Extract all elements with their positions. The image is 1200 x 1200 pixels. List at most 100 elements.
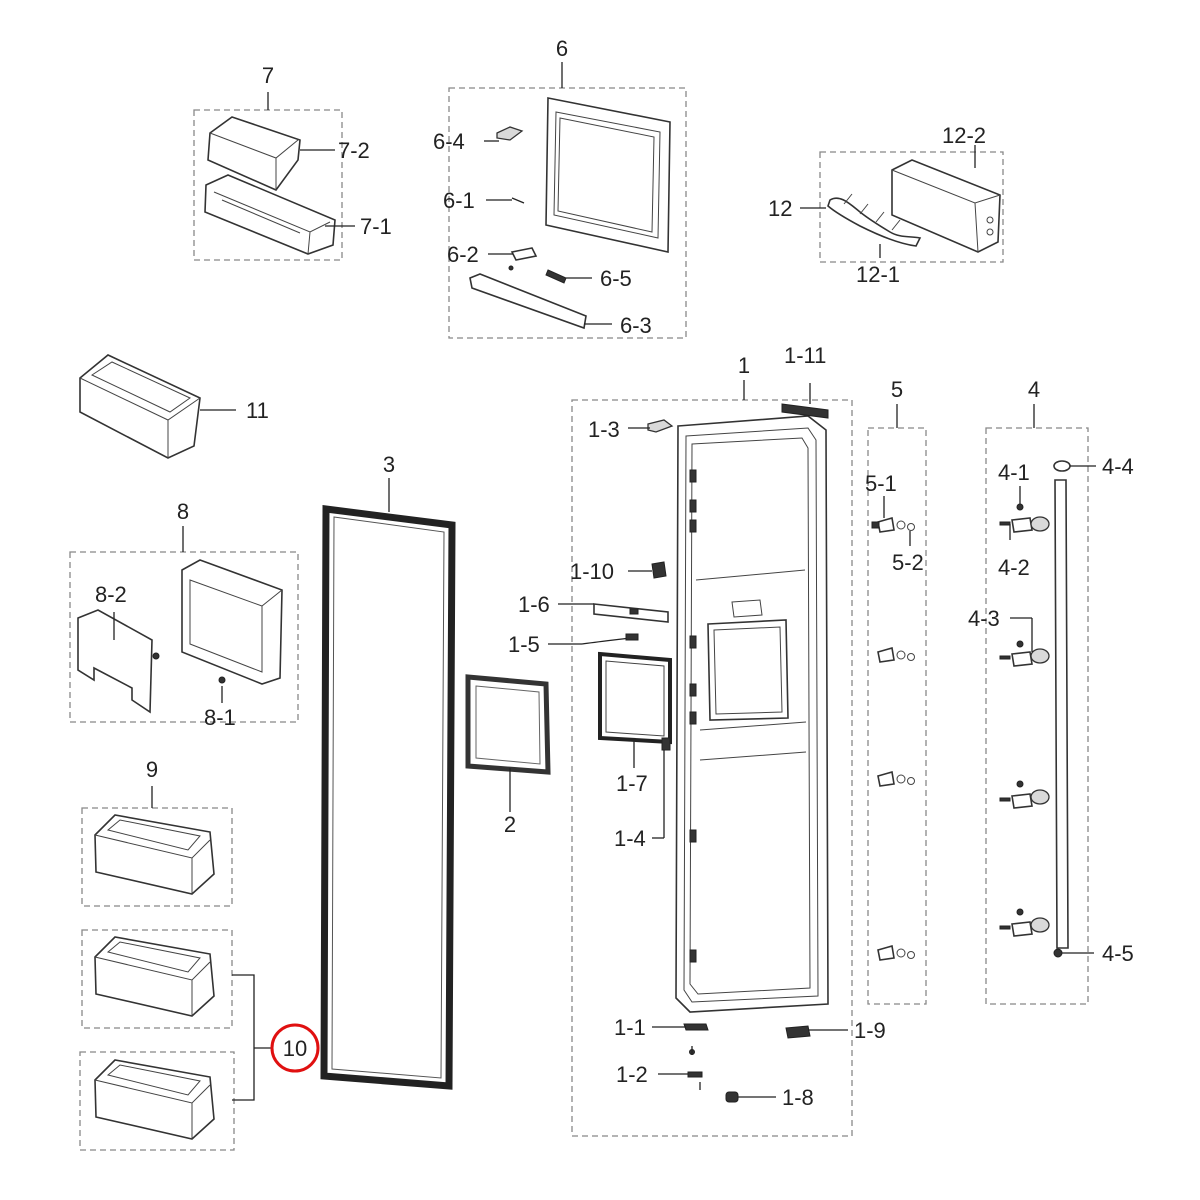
label-12: 12 <box>768 196 792 221</box>
label-1-8: 1-8 <box>782 1085 814 1110</box>
part-1-5[interactable] <box>581 633 639 645</box>
group-6-box <box>448 87 687 339</box>
part-4-4[interactable] <box>1053 460 1071 472</box>
group-7: 7 7-2 7-1 <box>193 63 392 261</box>
group-6: 6 6-4 6-1 6-2 6-5 6-3 <box>433 36 687 339</box>
label-1-2: 1-2 <box>616 1062 648 1087</box>
label-6-3: 6-3 <box>620 313 652 338</box>
part-1-door-liner[interactable] <box>675 415 829 1013</box>
group-10-box-upper <box>81 929 233 1029</box>
label-6-5: 6-5 <box>600 266 632 291</box>
label-7-2: 7-2 <box>338 138 370 163</box>
part-11[interactable] <box>79 354 201 459</box>
label-4-4: 4-4 <box>1102 454 1134 479</box>
part-1-1[interactable] <box>683 1023 709 1031</box>
highlight-circle <box>270 1023 320 1073</box>
part-1-11[interactable] <box>781 403 829 419</box>
label-9: 9 <box>146 757 158 782</box>
part-5-2[interactable] <box>896 520 915 531</box>
part-2-frame[interactable] <box>465 674 551 775</box>
part-7-1[interactable] <box>204 174 336 255</box>
label-7: 7 <box>262 63 274 88</box>
label-6-1: 6-1 <box>443 188 475 213</box>
part-4-5[interactable] <box>1053 948 1063 958</box>
part-6-5[interactable] <box>545 269 567 284</box>
part-10-bin-upper[interactable] <box>94 936 215 1017</box>
group-4: 4 4-4 4-1 4-2 4-3 4-5 <box>968 377 1134 1005</box>
part-7-2[interactable] <box>207 116 301 191</box>
label-1-4: 1-4 <box>614 826 646 851</box>
group-4-box <box>985 427 1089 1005</box>
label-1: 1 <box>738 353 750 378</box>
label-8: 8 <box>177 499 189 524</box>
part-4-standoff-d[interactable] <box>999 908 1050 937</box>
part-8-1[interactable] <box>218 676 226 684</box>
part-6-4[interactable] <box>496 126 524 141</box>
label-8-2: 8-2 <box>95 582 127 607</box>
group-8-box <box>69 551 299 723</box>
label-1-1: 1-1 <box>614 1015 646 1040</box>
part-1-3[interactable] <box>647 419 674 433</box>
label-1-7: 1-7 <box>616 771 648 796</box>
part-5-hinge-d[interactable] <box>877 944 915 961</box>
part-10-bin-lower[interactable] <box>94 1059 215 1140</box>
group-5-box <box>867 427 927 1005</box>
label-12-1: 12-1 <box>856 262 900 287</box>
label-7-1: 7-1 <box>360 214 392 239</box>
part-1-10[interactable] <box>651 561 667 579</box>
part-3-gasket[interactable] <box>320 505 456 1090</box>
label-1-11: 1-11 <box>784 343 826 368</box>
part-6-3[interactable] <box>469 273 587 330</box>
part-1-8[interactable] <box>725 1091 739 1103</box>
label-4-1: 4-1 <box>998 460 1030 485</box>
part-8-2[interactable] <box>77 609 160 714</box>
part-4-1[interactable] <box>1016 503 1024 511</box>
group-1-box <box>571 399 853 1137</box>
part-1-9[interactable] <box>785 1025 811 1039</box>
label-5-1: 5-1 <box>865 471 897 496</box>
part-6-1[interactable] <box>511 197 525 204</box>
group-12-box <box>819 151 1004 263</box>
label-1-3: 1-3 <box>588 417 620 442</box>
part-6-frame[interactable] <box>545 97 671 253</box>
group-12: 12-2 12 12-1 <box>768 123 1004 287</box>
label-6-2: 6-2 <box>447 242 479 267</box>
part-5-hinge-c[interactable] <box>877 770 915 787</box>
part-8-frame[interactable] <box>181 559 283 685</box>
group-10-box-lower <box>79 1051 235 1151</box>
label-4-5: 4-5 <box>1102 941 1134 966</box>
group-8: 8 8-2 8-1 <box>69 499 299 730</box>
label-5: 5 <box>891 377 903 402</box>
part-1-6[interactable] <box>593 603 669 623</box>
label-1-5: 1-5 <box>508 632 540 657</box>
label-8-1: 8-1 <box>204 705 236 730</box>
part-5-hinge-b[interactable] <box>877 646 915 663</box>
label-1-10: 1-10 <box>570 559 614 584</box>
group-10: 10 <box>79 929 320 1151</box>
group-5: 5 5-1 5-2 <box>865 377 927 1005</box>
part-9-bin[interactable] <box>94 814 215 895</box>
label-4-3: 4-3 <box>968 606 1000 631</box>
label-5-2: 5-2 <box>892 550 924 575</box>
part-4-handle[interactable] <box>1054 479 1069 949</box>
part-4-2[interactable] <box>999 516 1050 533</box>
part-1-7[interactable] <box>598 651 672 745</box>
part-6-2[interactable] <box>508 247 538 271</box>
label-2: 2 <box>504 812 516 837</box>
label-4-2: 4-2 <box>998 555 1030 580</box>
part-12-2[interactable] <box>891 159 1001 253</box>
label-3: 3 <box>383 452 395 477</box>
label-10: 10 <box>283 1036 307 1061</box>
part-4-3[interactable] <box>999 640 1050 667</box>
part-5-1[interactable] <box>871 516 895 533</box>
label-6-4: 6-4 <box>433 129 465 154</box>
part-4-standoff-c[interactable] <box>999 780 1050 809</box>
label-11: 11 <box>246 398 269 423</box>
part-1-2[interactable] <box>687 1046 703 1090</box>
group-9-box <box>81 807 233 907</box>
part-12-1[interactable] <box>827 193 922 247</box>
group-1: 1 1-11 1-3 1-10 1-6 1-5 1-7 1-4 1-1 1-9 … <box>508 343 886 1137</box>
label-4: 4 <box>1028 377 1040 402</box>
part-1-4[interactable] <box>661 737 671 751</box>
